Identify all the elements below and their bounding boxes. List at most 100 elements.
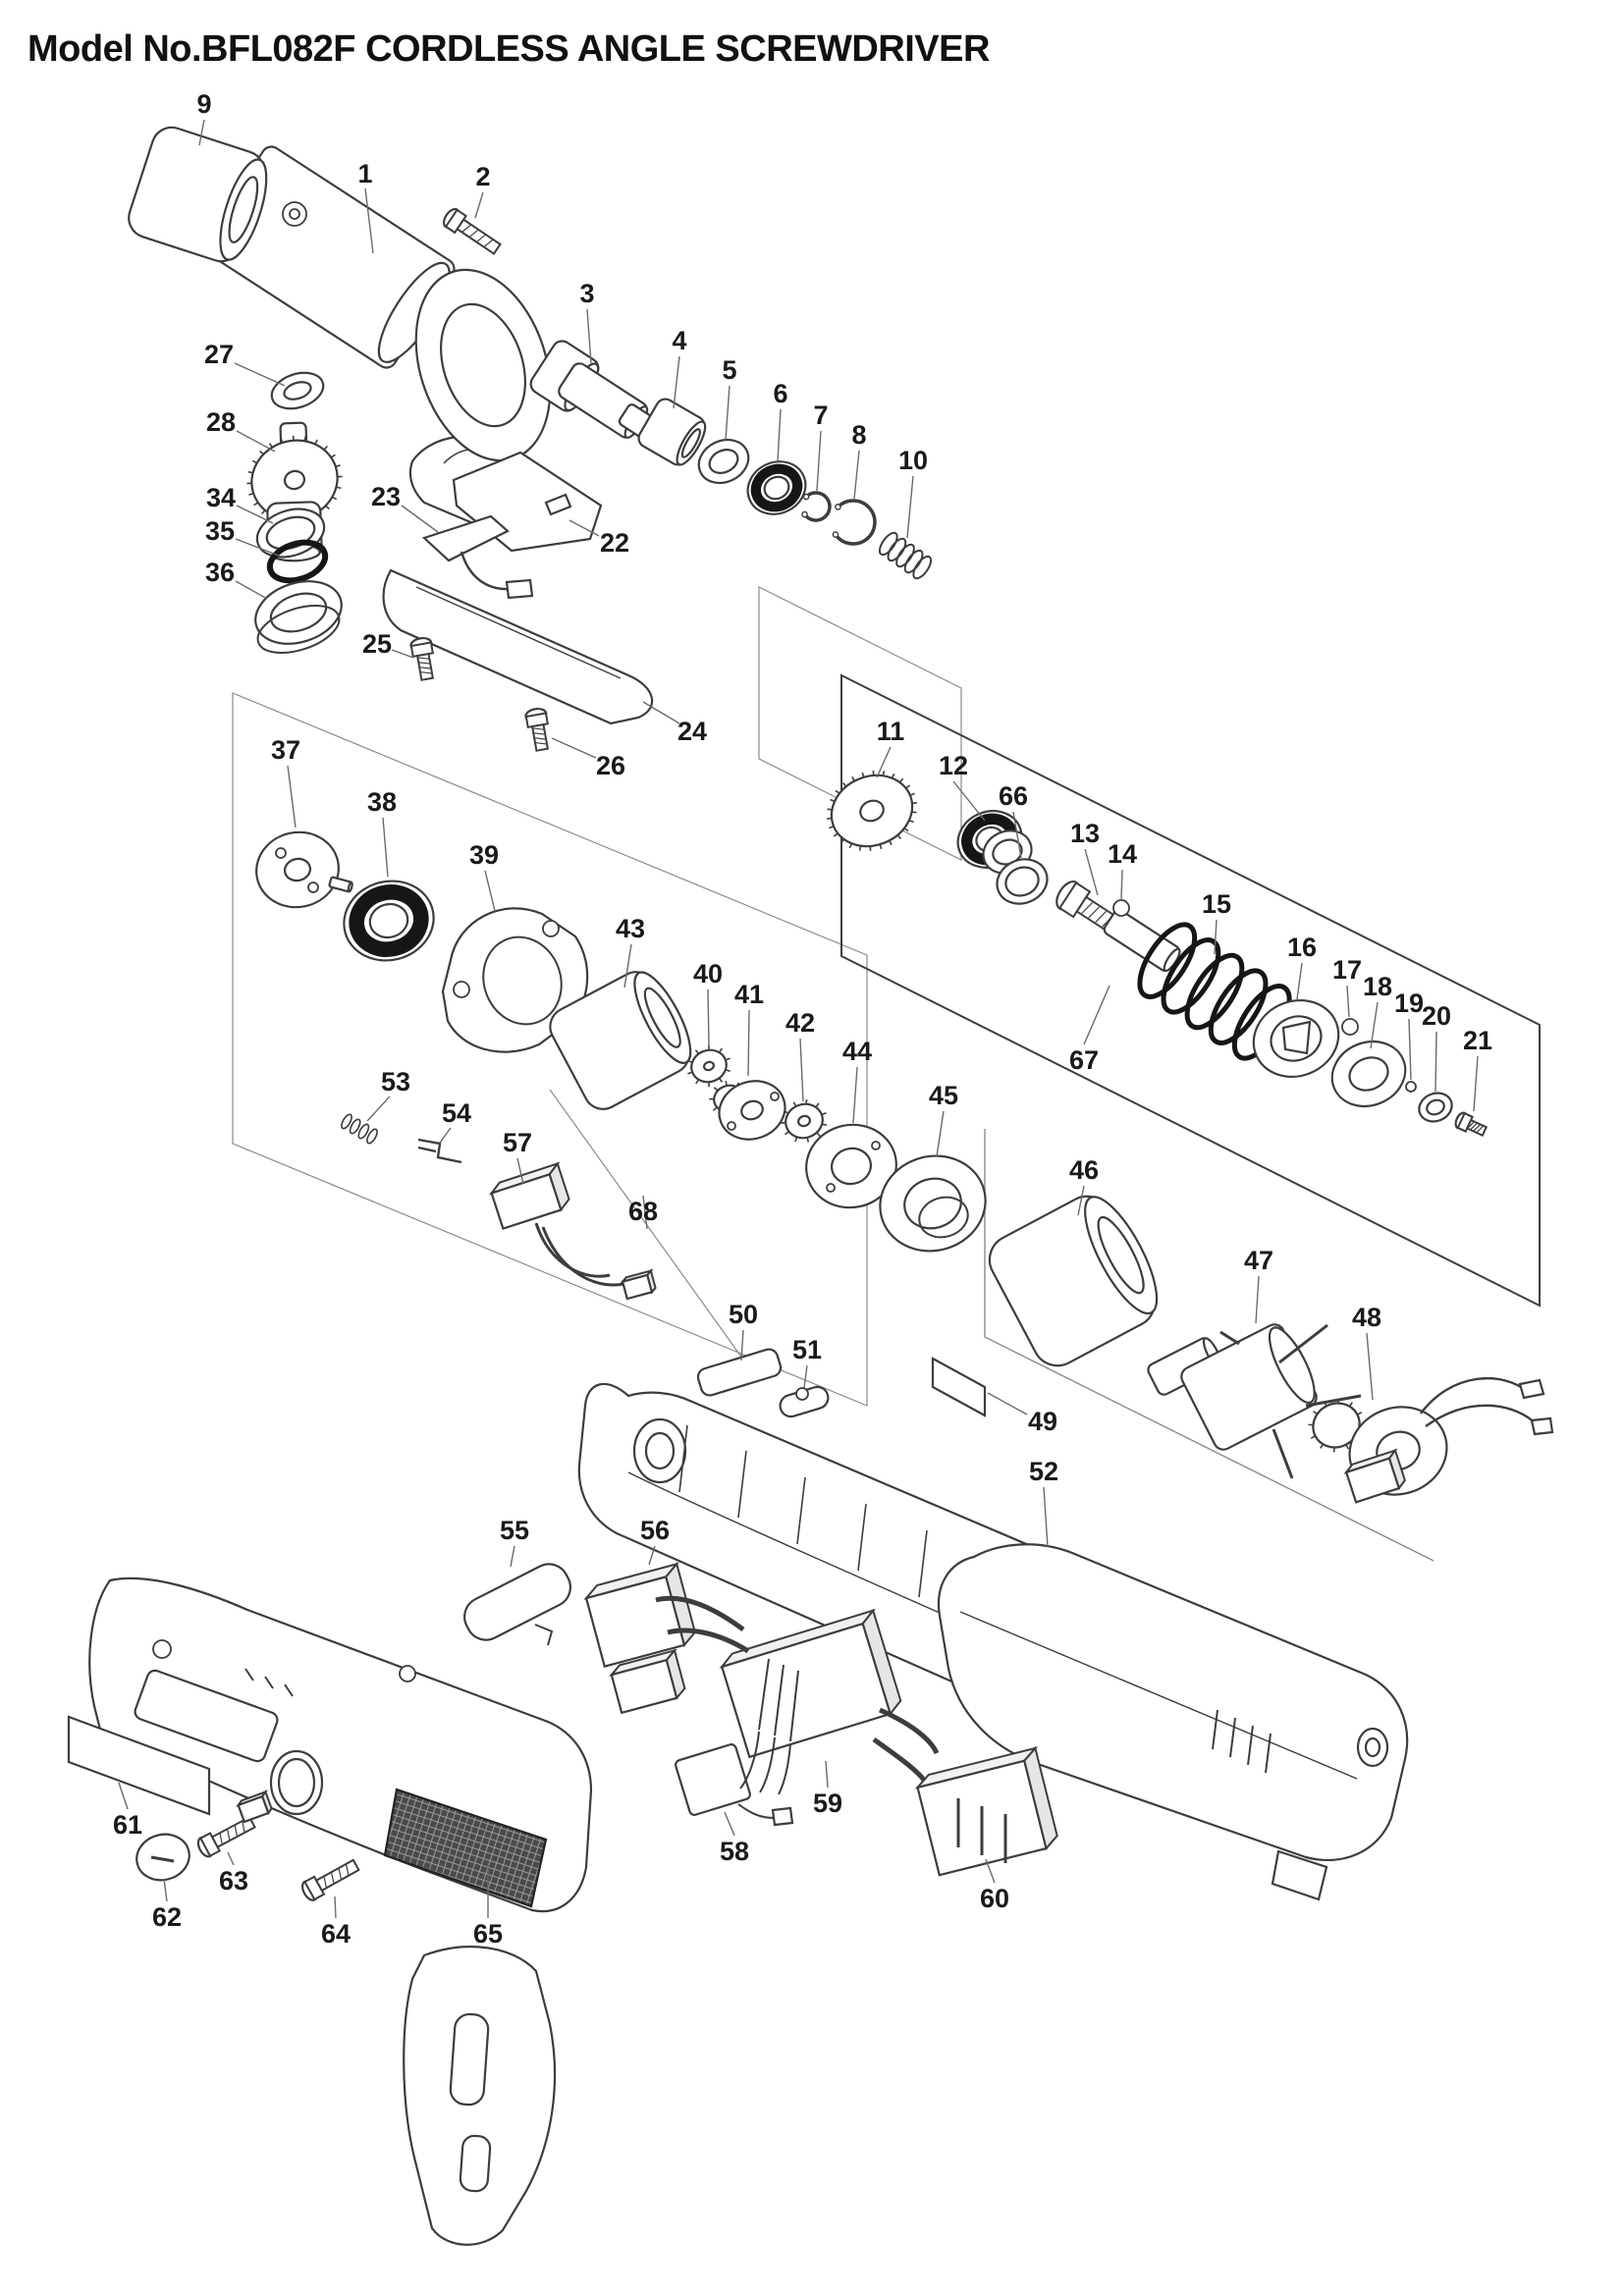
part-number-24: 24 bbox=[677, 717, 707, 746]
part-number-14: 14 bbox=[1108, 839, 1137, 869]
part-drawing-61 bbox=[67, 1715, 211, 1816]
part-number-5: 5 bbox=[722, 355, 736, 385]
part-drawing-44 bbox=[805, 1123, 897, 1209]
leader-line-21 bbox=[1473, 1055, 1479, 1112]
part-drawing-46 bbox=[988, 1195, 1159, 1367]
leader-line-1 bbox=[364, 187, 374, 254]
leader-line-51 bbox=[803, 1364, 808, 1389]
part-callout-27: 27 bbox=[204, 340, 286, 387]
part-callout-54: 54 bbox=[439, 1098, 471, 1144]
part-drawing-7 bbox=[801, 491, 832, 522]
leader-line-52 bbox=[1043, 1486, 1049, 1548]
leader-line-42 bbox=[799, 1038, 804, 1102]
leader-line-24 bbox=[642, 701, 680, 724]
part-number-36: 36 bbox=[205, 558, 235, 587]
leader-line-19 bbox=[1408, 1018, 1412, 1081]
part-number-18: 18 bbox=[1363, 972, 1392, 1001]
leader-line-36 bbox=[235, 580, 268, 600]
part-callout-62: 62 bbox=[152, 1878, 182, 1932]
part-number-50: 50 bbox=[729, 1300, 758, 1329]
part-number-42: 42 bbox=[785, 1008, 815, 1038]
part-number-20: 20 bbox=[1422, 1001, 1451, 1031]
part-number-7: 7 bbox=[813, 400, 828, 430]
leader-line-2 bbox=[474, 191, 484, 219]
part-number-41: 41 bbox=[734, 980, 764, 1009]
part-drawing-53 bbox=[341, 1113, 378, 1145]
leader-line-45 bbox=[936, 1110, 945, 1157]
leader-line-15 bbox=[1214, 919, 1218, 955]
leader-line-43 bbox=[623, 943, 632, 988]
part-number-38: 38 bbox=[367, 787, 397, 817]
part-callout-2: 2 bbox=[474, 162, 491, 219]
part-number-35: 35 bbox=[205, 516, 235, 546]
part-drawing-2 bbox=[442, 207, 502, 255]
leader-line-55 bbox=[510, 1545, 515, 1568]
part-callout-49: 49 bbox=[987, 1392, 1057, 1436]
leader-line-17 bbox=[1346, 985, 1350, 1018]
part-drawing-54 bbox=[417, 1138, 462, 1164]
leader-line-14 bbox=[1120, 869, 1123, 900]
panel-edge-line bbox=[549, 1089, 749, 1367]
part-number-25: 25 bbox=[362, 629, 392, 659]
leader-line-57 bbox=[516, 1157, 524, 1185]
part-callout-58: 58 bbox=[720, 1811, 749, 1866]
part-drawing-25 bbox=[409, 636, 434, 681]
part-drawing-40 bbox=[687, 1044, 731, 1088]
leader-line-26 bbox=[551, 737, 597, 759]
part-callout-66: 66 bbox=[999, 781, 1028, 859]
part-number-21: 21 bbox=[1463, 1026, 1492, 1055]
part-callout-3: 3 bbox=[579, 279, 595, 364]
part-callout-26: 26 bbox=[551, 737, 625, 780]
leader-line-5 bbox=[725, 385, 731, 441]
part-number-10: 10 bbox=[898, 446, 928, 475]
part-drawing-41 bbox=[709, 1080, 786, 1141]
leader-line-16 bbox=[1296, 962, 1303, 1000]
part-number-34: 34 bbox=[206, 483, 236, 512]
part-drawing-20 bbox=[1418, 1092, 1453, 1123]
leader-line-28 bbox=[236, 430, 276, 453]
part-drawing-66 bbox=[996, 858, 1049, 905]
part-callout-45: 45 bbox=[929, 1081, 958, 1157]
panel-gear-kit bbox=[232, 692, 868, 1407]
part-drawing-56 bbox=[583, 1562, 696, 1715]
part-callout-10: 10 bbox=[898, 446, 928, 539]
diagram-title: Model No.BFL082F CORDLESS ANGLE SCREWDRI… bbox=[27, 28, 990, 70]
part-drawing-9 bbox=[128, 126, 268, 263]
part-callout-63: 63 bbox=[219, 1851, 248, 1896]
part-drawing-49 bbox=[931, 1357, 987, 1417]
part-callout-47: 47 bbox=[1244, 1246, 1273, 1324]
leader-line-64 bbox=[334, 1896, 337, 1919]
leader-line-35 bbox=[235, 538, 280, 557]
leader-line-58 bbox=[724, 1811, 735, 1837]
leader-line-63 bbox=[227, 1851, 235, 1866]
part-callout-19: 19 bbox=[1394, 988, 1424, 1081]
part-drawing-24 bbox=[382, 568, 654, 725]
part-number-4: 4 bbox=[672, 326, 686, 355]
part-number-51: 51 bbox=[792, 1335, 822, 1364]
part-number-65: 65 bbox=[473, 1919, 503, 1949]
part-number-8: 8 bbox=[851, 420, 866, 450]
leader-line-34 bbox=[236, 505, 274, 524]
part-callout-14: 14 bbox=[1108, 839, 1137, 900]
part-callout-4: 4 bbox=[672, 326, 687, 409]
part-number-52: 52 bbox=[1029, 1457, 1058, 1486]
part-callout-43: 43 bbox=[616, 914, 645, 988]
leader-line-12 bbox=[952, 780, 986, 822]
part-callout-16: 16 bbox=[1287, 933, 1317, 1000]
part-callout-7: 7 bbox=[813, 400, 829, 492]
part-drawing-5 bbox=[697, 438, 750, 485]
part-callout-48: 48 bbox=[1352, 1303, 1381, 1401]
part-callout-37: 37 bbox=[271, 735, 300, 828]
part-number-64: 64 bbox=[321, 1919, 351, 1949]
part-callout-28: 28 bbox=[206, 407, 276, 453]
part-number-6: 6 bbox=[773, 379, 787, 408]
part-callout-15: 15 bbox=[1202, 889, 1231, 955]
part-number-43: 43 bbox=[616, 914, 645, 943]
leader-line-4 bbox=[673, 355, 680, 409]
leader-line-53 bbox=[366, 1095, 391, 1122]
part-callout-5: 5 bbox=[722, 355, 737, 441]
leader-line-22 bbox=[568, 519, 600, 537]
part-drawing-15 bbox=[1137, 922, 1292, 1061]
leader-line-66 bbox=[1012, 811, 1022, 859]
